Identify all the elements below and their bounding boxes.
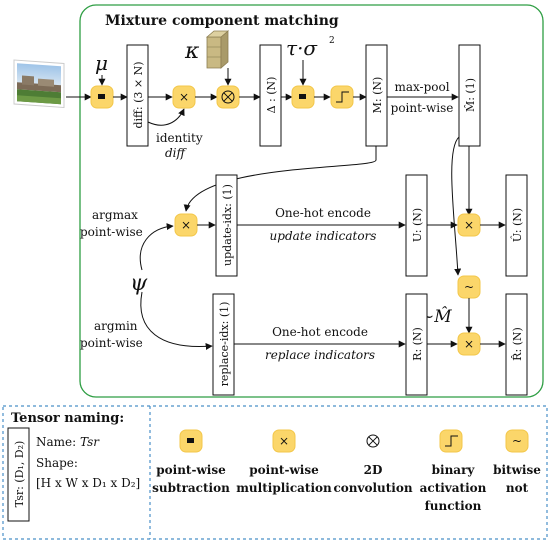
legend-bitwise-line1: bitwise — [493, 463, 541, 477]
legend-convolution-icon — [366, 434, 380, 448]
kappa-symbol: κ — [184, 39, 200, 64]
legend-item-bitwise-not: ~ bitwise not — [493, 429, 541, 495]
name-row: Name: Tsr — [36, 435, 100, 449]
identity-label: identity — [156, 131, 203, 145]
u-tensor-label: U: (N) — [411, 208, 424, 242]
convolution-icon — [221, 90, 235, 104]
legend-convolution-line1: 2D — [364, 463, 383, 477]
minus-icon — [98, 94, 105, 99]
onehot-update-label: One-hot encode — [275, 206, 371, 220]
legend-multiplication-line1: point-wise — [249, 463, 319, 477]
edge-psi-to-replace — [140, 291, 213, 350]
r-hat-tensor — [505, 293, 528, 396]
r-hat-tensor-label: R̂: (N) — [511, 327, 524, 361]
not-m-hat-label: ~M̂ — [420, 307, 452, 327]
diff-tensor — [126, 44, 149, 147]
times-icon: × — [179, 90, 189, 104]
legend-multiplication-line2: multiplication — [236, 481, 332, 495]
legend-item-multiplication: × point-wise multiplication — [236, 429, 332, 495]
legend-subtraction-line1: point-wise — [156, 463, 226, 477]
times-icon-4: × — [464, 337, 474, 351]
shape-value: [H x W x D₁ x D₂] — [36, 476, 140, 490]
tau-sigma-symbol: τ·σ — [286, 36, 318, 60]
tilde-icon: ~ — [464, 280, 474, 294]
u-hat-tensor-label: Û: (N) — [510, 208, 524, 242]
legend-multiplication-op — [272, 429, 296, 453]
m-hat-tensor-label: M̂: (1) — [464, 78, 477, 112]
edge-identity-diff — [147, 108, 185, 126]
legend-item-binary-activation: binary activation function — [420, 429, 487, 513]
legend-times-icon: × — [279, 434, 289, 448]
legend-bitwise-not-op — [505, 429, 529, 453]
legend-tilde-icon: ~ — [512, 434, 522, 448]
tensor-naming-title: Tensor naming: — [11, 411, 124, 426]
mu-symbol: μ — [95, 51, 108, 75]
legend-binary-step-icon — [445, 435, 458, 447]
shape-label: Shape: — [36, 456, 78, 470]
name-prefix: Name: — [36, 435, 80, 449]
maxpool-label: max-pool — [394, 80, 449, 94]
legend-item-convolution: 2D convolution — [333, 434, 413, 495]
example-tensor-box — [7, 427, 30, 522]
name-value: Tsr — [80, 435, 100, 449]
pointwise-label-argmax: point-wise — [80, 225, 143, 239]
legend-panel — [2, 405, 548, 540]
legend-item-subtraction: point-wise subtraction — [152, 429, 230, 495]
edge-psi-to-mul2 — [139, 223, 174, 271]
u-hat-tensor — [505, 174, 528, 277]
identity-diff-label: diff — [165, 146, 188, 160]
replace-indicators-label: replace indicators — [265, 348, 375, 362]
tau-sigma-exponent: 2 — [329, 36, 335, 46]
update-indicators-label: update indicators — [270, 229, 377, 243]
psi-symbol: ψ — [130, 271, 148, 296]
edge-m-to-mul2 — [183, 146, 377, 212]
panel-title: Mixture component matching — [105, 13, 339, 29]
example-tensor-label: Tsr: (D₁, D₂) — [13, 441, 26, 508]
legend-binary-line1: binary — [432, 463, 476, 477]
m-tensor-label: M: (N) — [371, 77, 384, 114]
replace-idx-label: replace-idx: (1) — [218, 302, 231, 387]
onehot-replace-label: One-hot encode — [272, 325, 368, 339]
delta-tensor-label: Δ : (N) — [265, 77, 278, 114]
times-icon-3: × — [464, 218, 474, 232]
pointwise-label-1: point-wise — [391, 101, 454, 115]
input-photo-thumbnail — [13, 59, 65, 109]
delta-tensor — [259, 44, 282, 147]
matching-panel — [79, 4, 544, 398]
legend-subtraction-line2: subtraction — [152, 481, 230, 495]
kernel-cube-icon — [205, 30, 230, 69]
pointwise-label-argmin: point-wise — [80, 336, 143, 350]
argmax-label: argmax — [92, 208, 138, 222]
argmin-label: argmin — [94, 319, 138, 333]
legend-minus-icon — [187, 438, 194, 443]
times-icon-2: × — [181, 218, 191, 232]
minus-icon-2 — [299, 94, 306, 99]
legend-binary-line3: function — [425, 499, 482, 513]
diff-tensor-label: diff: (3 × N) — [132, 62, 145, 129]
legend-bitwise-line2: not — [506, 481, 529, 495]
legend-binary-line2: activation — [420, 481, 487, 495]
edge-mhat-to-not — [451, 136, 462, 276]
binary-step-icon — [336, 91, 349, 103]
r-tensor-label: R: (N) — [411, 327, 424, 361]
legend-convolution-line2: convolution — [333, 481, 412, 495]
update-idx-label: update-idx: (1) — [221, 184, 234, 266]
